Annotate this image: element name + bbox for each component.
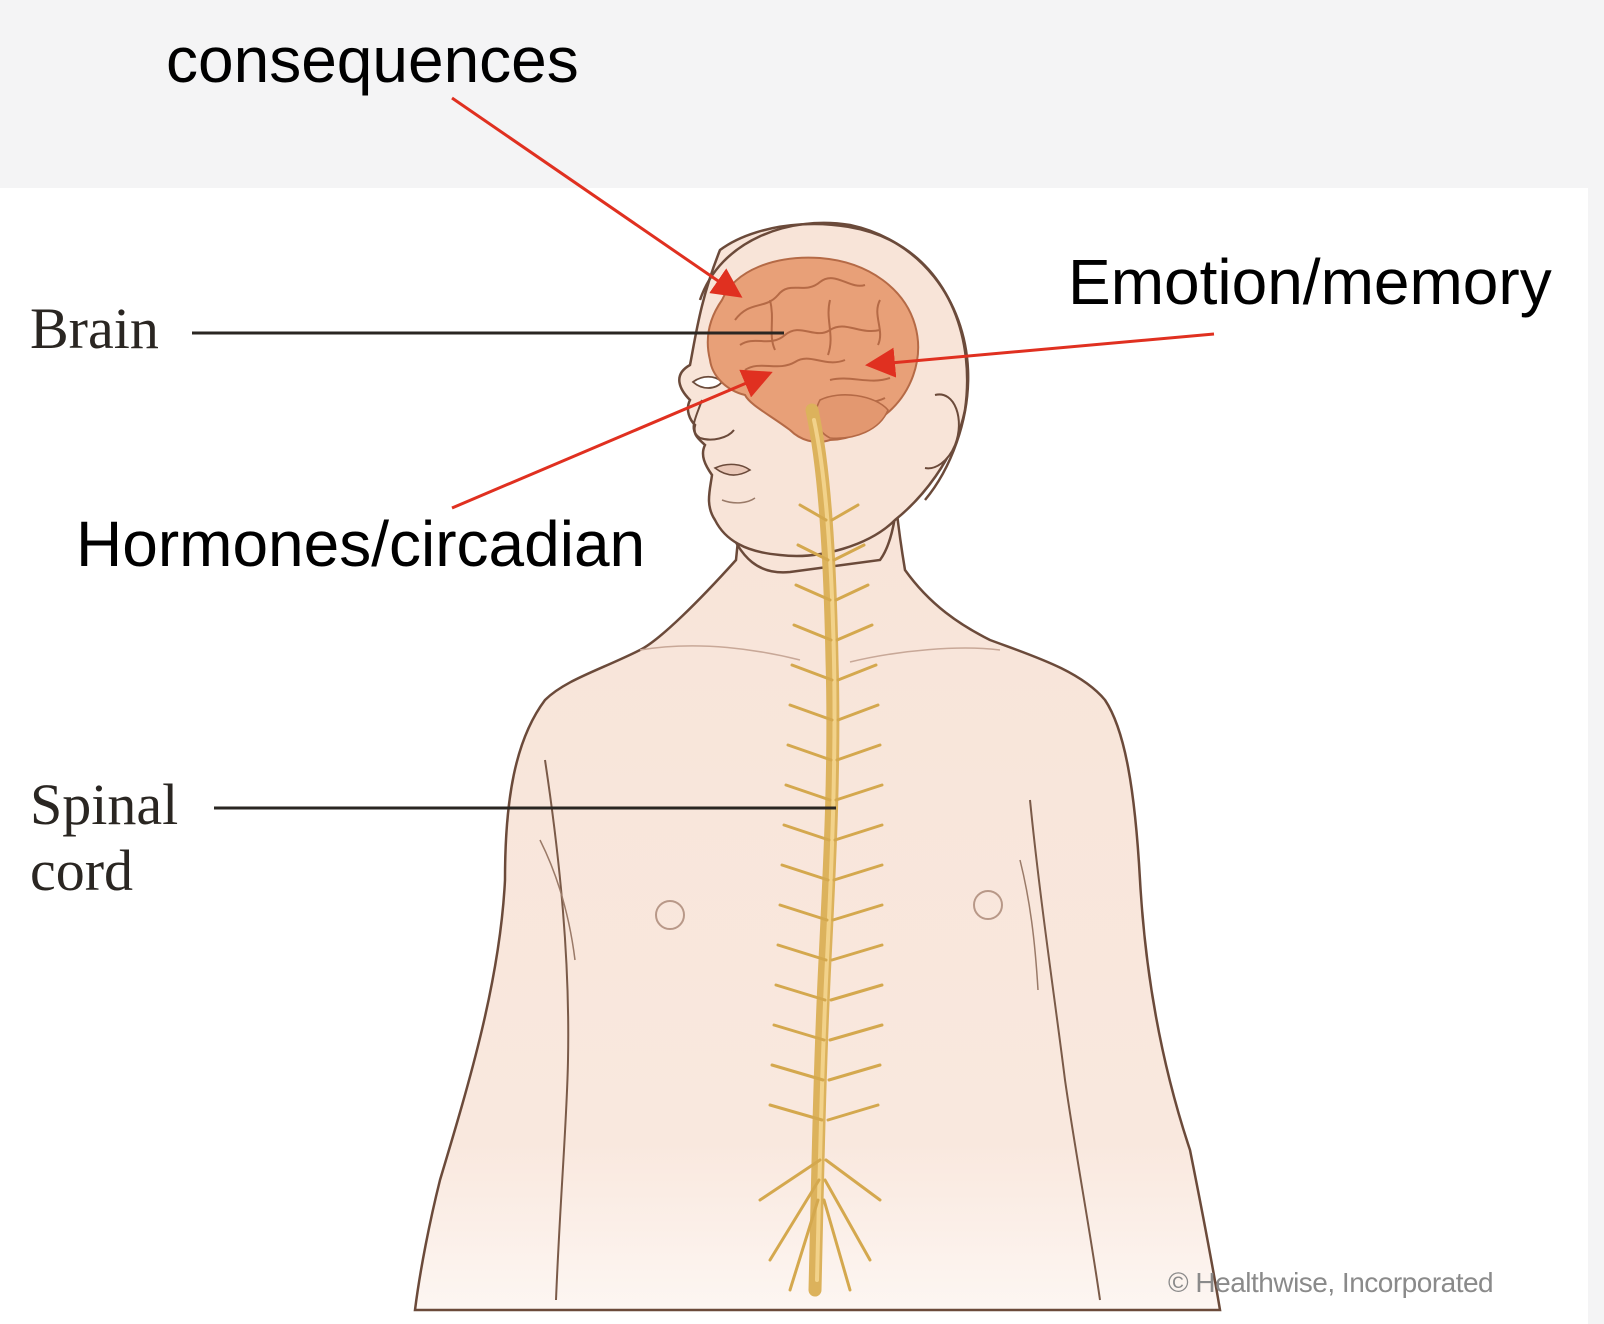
- brain-folds: [734, 277, 891, 403]
- mouth: [713, 463, 752, 476]
- ear: [924, 393, 960, 470]
- left-arm-line: [544, 759, 570, 1301]
- emotion-memory-arrow: [865, 332, 1215, 378]
- nose: [692, 399, 735, 441]
- consequences-arrow: [451, 96, 743, 298]
- consequences-label: consequences: [166, 24, 579, 96]
- torso: [413, 468, 1222, 1312]
- right-nipple: [973, 890, 1003, 920]
- spinal-label-line1: Spinal: [30, 772, 179, 837]
- spinal-label-line2: cord: [30, 838, 134, 903]
- hair: [698, 221, 970, 501]
- right-armpit-line: [1019, 859, 1039, 991]
- right-arm-line: [1029, 799, 1101, 1301]
- emotion-memory-label: Emotion/memory: [1068, 246, 1552, 318]
- collarbone-left: [639, 645, 801, 661]
- chin: [721, 497, 756, 504]
- spinal-nerves: [758, 503, 884, 1292]
- hormones-circadian-arrow: [451, 369, 773, 510]
- collarbone-right: [849, 647, 1001, 663]
- hormones-circadian-label: Hormones/circadian: [76, 508, 646, 580]
- copyright-credit: © Healthwise, Incorporated: [1168, 1267, 1494, 1298]
- left-armpit-line: [539, 839, 576, 961]
- left-nipple: [655, 900, 685, 930]
- brain-label: Brain: [30, 296, 159, 361]
